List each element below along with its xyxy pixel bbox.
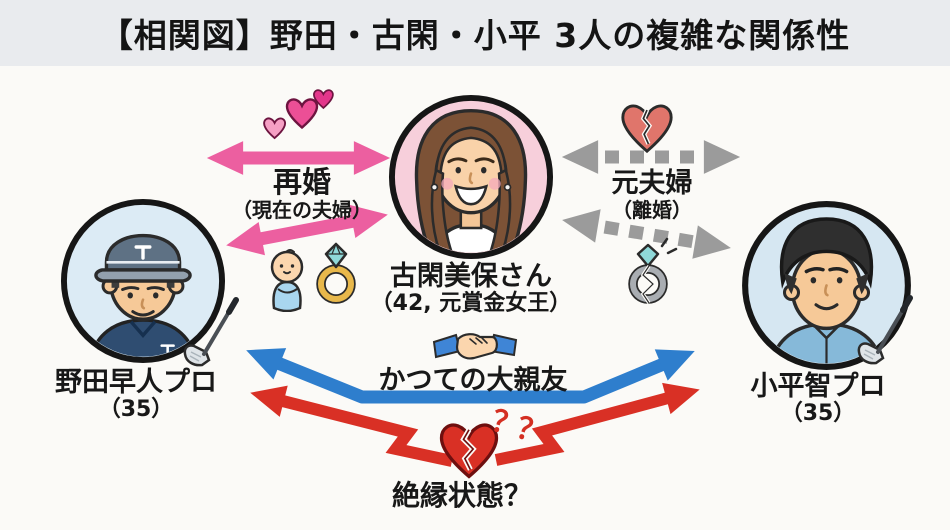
ex-couple-label: 元夫婦 （離婚） — [612, 169, 693, 221]
ex-couple-title: 元夫婦 — [611, 168, 693, 199]
remarriage-subtitle: （現在の夫婦） — [232, 197, 372, 222]
golf-club-icon — [857, 295, 913, 365]
koga-meta: （42, 元賞金女王） — [370, 290, 572, 316]
hearts-icon — [263, 89, 334, 140]
diamond-ring-icon — [316, 242, 356, 304]
handshake-icon — [432, 333, 518, 360]
koga-portrait — [388, 94, 554, 260]
broken-ring-icon — [628, 237, 678, 304]
noda-meta: （35） — [98, 396, 174, 422]
broken-heart-icon — [621, 104, 673, 154]
kodaira-meta: （35） — [780, 400, 856, 426]
best-friends-title: かつての大親友 — [378, 365, 568, 396]
golf-club-icon — [183, 297, 239, 367]
remarriage-label: 再婚 （現在の夫婦） — [232, 165, 372, 222]
noda-name: 野田早人プロ — [55, 367, 217, 398]
remarriage-title: 再婚 — [272, 165, 331, 199]
best-friends-label: かつての大親友 — [379, 366, 568, 396]
kodaira-portrait — [742, 201, 911, 370]
kodaira-label: 小平智プロ （35） — [751, 372, 886, 426]
baby-icon — [270, 249, 304, 312]
kodaira-name: 小平智プロ — [750, 371, 886, 402]
noda-label: 野田早人プロ （35） — [55, 368, 217, 422]
page-title: 【相関図】野田・古閑・小平 3人の複雑な関係性 — [99, 16, 851, 55]
ex-couple-subtitle: （離婚） — [612, 197, 692, 222]
estranged-label: 絶縁状態？ — [391, 479, 533, 512]
estranged-title: 絶縁状態？ — [391, 479, 533, 512]
title-bar: 【相関図】野田・古閑・小平 3人の複雑な関係性 — [0, 0, 950, 66]
koga-label: 古閑美保さん （42, 元賞金女王） — [371, 262, 572, 316]
koga-name: 古閑美保さん — [389, 261, 552, 292]
